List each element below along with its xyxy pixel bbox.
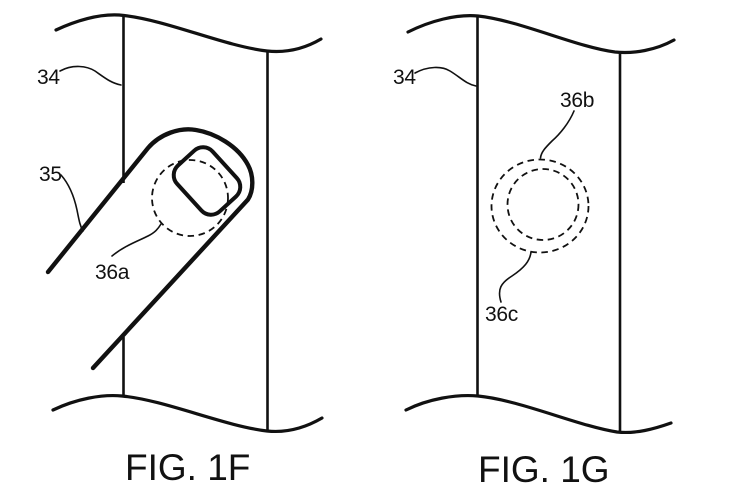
figure-1f: 34 35 36a FIG. 1F	[37, 13, 324, 488]
fingernail	[171, 145, 243, 217]
leader-line-36c	[498, 251, 532, 303]
figure-1g: 34 36b 36c FIG. 1G	[393, 14, 676, 490]
ref-label-36b: 36b	[560, 89, 594, 112]
leader-line-36b	[539, 110, 575, 159]
dashed-circle-inner-36c	[506, 168, 580, 241]
ref-label-36a: 36a	[95, 261, 130, 284]
leader-line-34	[59, 65, 122, 86]
torn-edge-bottom	[404, 393, 673, 435]
touch-region-dashed-circle-36a	[151, 159, 229, 237]
ref-label-34: 34	[393, 66, 416, 89]
torn-edge-bottom	[51, 393, 324, 434]
ref-label-34: 34	[37, 66, 60, 89]
ref-label-36c: 36c	[485, 303, 518, 326]
figure-caption-1f: FIG. 1F	[125, 447, 250, 488]
ref-label-35: 35	[39, 163, 62, 186]
leader-line-35	[60, 174, 84, 232]
torn-edge-top	[54, 13, 323, 54]
figure-caption-1g: FIG. 1G	[478, 449, 610, 490]
leader-line-34	[414, 66, 477, 87]
leader-line-36a	[111, 223, 162, 257]
finger-outline	[45, 127, 255, 371]
torn-edge-top	[406, 14, 676, 55]
dashed-circle-outer-36b	[490, 158, 590, 254]
